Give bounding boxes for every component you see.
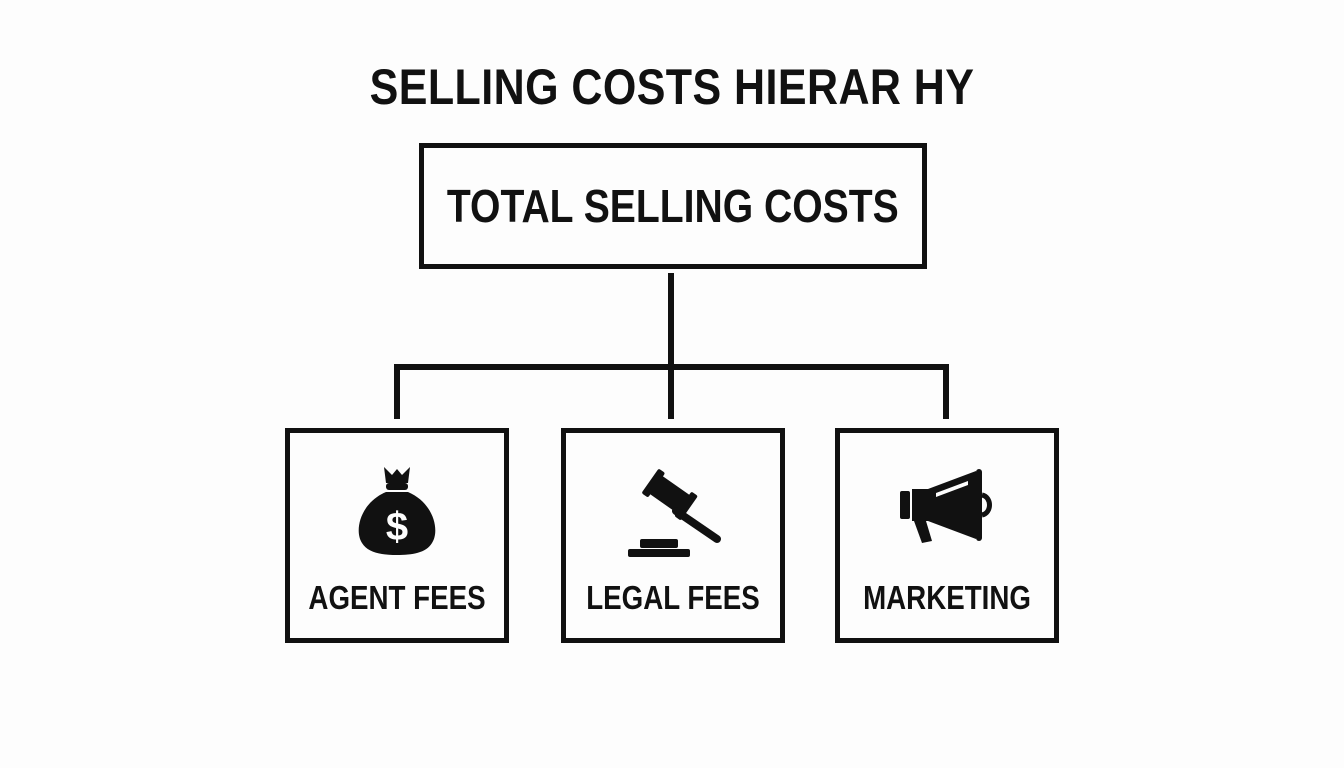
child-label-legal-fees: LEGAL FEES	[586, 579, 760, 616]
money-bag-icon: $	[358, 467, 436, 555]
child-node-agent-fees: $ AGENT FEES	[285, 428, 509, 643]
gavel-icon	[628, 469, 721, 557]
child-node-legal-fees: LEGAL FEES	[561, 428, 785, 643]
child-label-marketing: MARKETING	[863, 579, 1031, 616]
megaphone-icon	[900, 469, 992, 543]
svg-text:$: $	[386, 505, 408, 549]
diagram-title: SELLING COSTS HIERAR HY	[369, 59, 975, 115]
root-node-label: TOTAL SELLING COSTS	[447, 180, 899, 232]
child-label-agent-fees: AGENT FEES	[308, 579, 486, 616]
root-node-total-selling-costs: TOTAL SELLING COSTS	[419, 143, 927, 269]
child-node-marketing: MARKETING	[835, 428, 1059, 643]
